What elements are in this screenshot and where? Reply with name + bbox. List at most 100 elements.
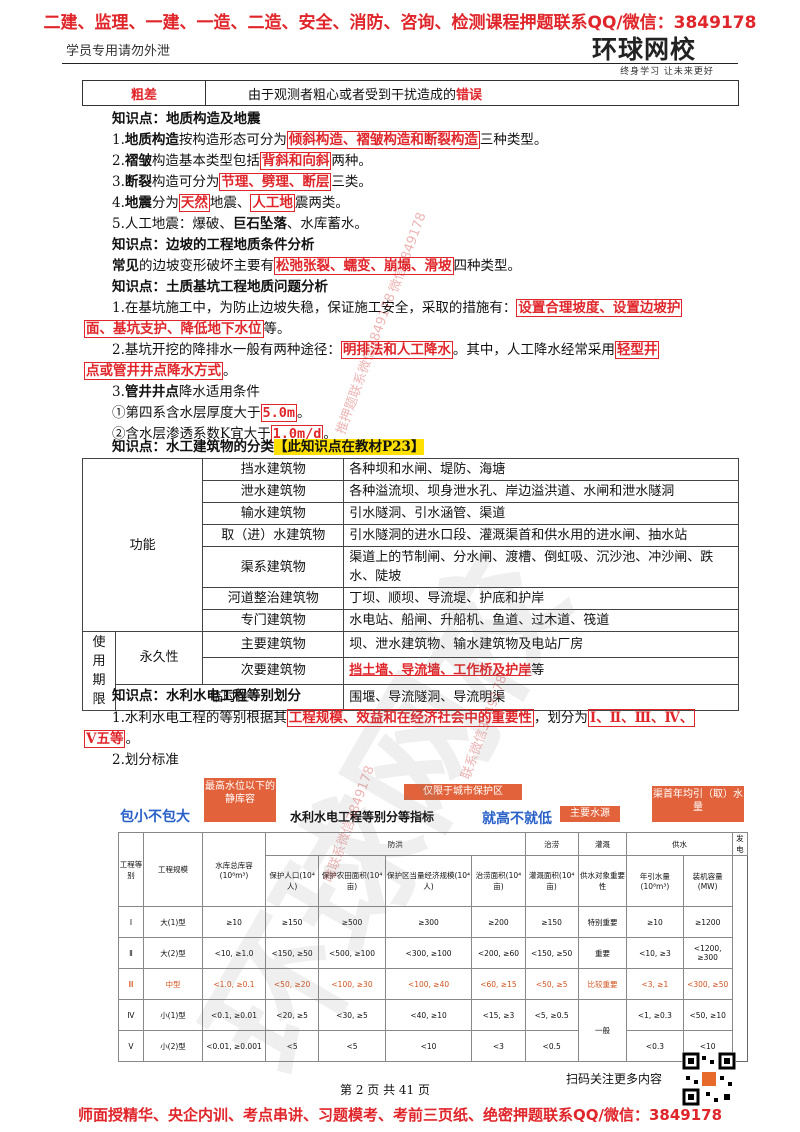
hydro-type: 挡水建筑物 <box>202 458 345 481</box>
geo-l2-text: 构造基本类型包括 <box>151 153 260 169</box>
hydro-row: 取（进）水建筑物引水隧洞的进水口段、灌溉渠首和供水用的进水闸、抽水站 <box>83 524 739 547</box>
logo: 环球网校 终身学习 让未来更好 <box>592 30 742 77</box>
grade-cell: <10, ≥3 <box>626 937 684 969</box>
grade-group-row: 工程等别工程规模水库总库容(10⁸m³)防洪治涝灌溉供水发电 <box>118 832 749 907</box>
pit-l3-text: 2.基坑开挖的降排水一般有两种途径： <box>112 342 341 358</box>
grade-cell: <0.5 <box>524 1030 579 1062</box>
geo-line-1: 1.地质构造按构造形态可分为倾斜构造、褶皱构造和断裂构造三种类型。 <box>112 131 547 150</box>
hydro-title-note: 【此知识点在教材P23】 <box>274 439 425 455</box>
grade-cell: <500, ≥100 <box>318 937 386 969</box>
page-number: 第 2 页 共 41 页 <box>340 1083 430 1097</box>
geo-l2-num: 2. <box>112 153 125 169</box>
geo-l3-term: 断裂 <box>124 174 152 190</box>
geo-l4-mid: 地震、 <box>209 195 251 211</box>
hydro-type: 次要建筑物 <box>202 657 345 685</box>
error-table: 粗差 由于观测者粗心或者受到干扰造成的错误 <box>82 80 739 106</box>
tag-reservoir: 最高水位以下的静库容 <box>204 778 276 822</box>
grade-cell: <1, ≥0.3 <box>626 999 684 1031</box>
geo-title: 知识点：地质构造及地震 <box>112 111 261 127</box>
tag-city: 仅限于城市保护区 <box>404 784 522 800</box>
error-definition: 由于观测者粗心或者受到干扰造成的 <box>248 87 457 103</box>
footer-banner: 师面授精华、央企内训、考点串讲、习题模考、考前三页纸、绝密押题联系QQ/微信：3… <box>77 1106 723 1124</box>
hydro-type: 取（进）水建筑物 <box>202 524 345 547</box>
grade-cell: <60, ≥15 <box>471 968 526 1000</box>
secondary-highlight: 挡土墙、导流墙、工作桥及护岸 <box>349 663 532 679</box>
geo-line-3: 3.断裂构造可分为节理、劈理、断层三类。 <box>112 173 372 192</box>
func-label: 功能 <box>81 458 204 632</box>
grade-cell: <3, ≥1 <box>626 968 684 1000</box>
geo-l2-highlight: 背斜和向斜 <box>259 152 332 170</box>
geo-l3-text: 构造可分为 <box>151 174 220 190</box>
grade-cell: <1200, ≥300 <box>682 937 733 969</box>
pit-line-3: 2.基坑开挖的降排水一般有两种途径：明排法和人工降水。其中，人工降水经常采用轻型… <box>112 341 660 360</box>
hydro-type: 专门建筑物 <box>202 609 345 632</box>
grade-head: 保护区当量经济规模(10⁴人) <box>384 855 473 907</box>
grade-head: 工程等别 <box>118 832 144 907</box>
geo-l2-end: 两种。 <box>331 153 372 169</box>
grade-cell: <100, ≥40 <box>384 968 473 1000</box>
grade-cell: <50, ≥10 <box>682 999 733 1031</box>
qr-code-icon <box>682 1052 736 1106</box>
grade-cell: <3 <box>471 1030 526 1062</box>
hydro-type: 泄水建筑物 <box>202 480 345 503</box>
pit-l3-highlight-2: 轻型井 <box>614 341 660 359</box>
hydro-desc: 各种坝和水闸、堤防、海塘 <box>343 458 739 481</box>
grade-cell: <50, ≥5 <box>524 968 579 1000</box>
grade-head-row: 保护人口(10⁴人)保护农田面积(10⁴亩)保护区当量经济规模(10⁴人)治涝面… <box>119 855 748 907</box>
grade-head: 装机容量(MW) <box>682 855 733 907</box>
geo-l4-end: 震两类。 <box>294 195 349 211</box>
grade-cell: <50, ≥20 <box>264 968 320 1000</box>
group-head: 治涝 <box>524 832 579 856</box>
grade-cell: <300, ≥50 <box>682 968 733 1000</box>
hydro-desc: 引水隧洞、引水涵管、渠道 <box>343 502 739 525</box>
figure-title: 水利水电工程等别分等指标 <box>290 810 435 824</box>
grade-l1-highlight: 工程规模、效益和在经济社会中的重要性 <box>286 709 534 727</box>
grade-cell: 大(2)型 <box>143 937 203 969</box>
hydro-desc: 引水隧洞的进水口段、灌溉渠首和供水用的进水闸、抽水站 <box>343 524 739 547</box>
error-definition-highlight: 错误 <box>456 87 483 103</box>
grade-head: 年引水量(10⁸m³) <box>626 855 684 907</box>
pit-l4-end: 。 <box>223 363 237 379</box>
grade-head: 治涝面积(10⁴亩) <box>471 855 526 907</box>
grade-cell: <1.0, ≥0.1 <box>202 968 266 1000</box>
logo-title: 环球网校 <box>592 35 697 64</box>
grade-line-3: 2.划分标准 <box>112 752 179 768</box>
pit-line-1: 1.在基坑施工中，为防止边坡失稳，保证施工安全，采取的措施有：设置合理坡度、设置… <box>112 299 683 318</box>
hydro-type: 河道整治建筑物 <box>202 587 345 610</box>
pit-l7-text: ②含水层渗透系数K宜大于 <box>112 426 271 442</box>
logo-slogan: 终身学习 让未来更好 <box>620 67 714 77</box>
grade-cell: <20, ≥5 <box>264 999 320 1031</box>
secondary-tail: 等 <box>531 663 545 679</box>
header-divider <box>62 63 738 64</box>
hydro-title-text: 知识点：水工建筑物的分类 <box>112 439 274 455</box>
grade-cell: <5 <box>318 1030 386 1062</box>
grade-cell: ≥150 <box>524 906 579 938</box>
pit-l1-highlight: 设置合理坡度、设置边坡护 <box>516 299 683 317</box>
geo-l5-text: 5.人工地震：爆破、 <box>112 216 233 232</box>
grade-l2-end: 。 <box>125 731 139 747</box>
geo-l4-term: 地震 <box>124 195 152 211</box>
hydro-row: 次要建筑物挡土墙、导流墙、工作桥及护岸等 <box>83 657 739 685</box>
pit-l5-term: 管井井点 <box>124 384 179 400</box>
hydro-desc: 各种溢流坝、坝身泄水孔、岸边溢洪道、水闸和泄水隧洞 <box>343 480 739 503</box>
geo-l4-highlight-2: 人工地 <box>250 194 295 212</box>
grade-cell: ≥10 <box>626 906 684 938</box>
group-head: 灌溉 <box>577 832 628 856</box>
grade-l2-highlight: Ⅴ五等 <box>84 730 126 748</box>
grade-cell: <40, ≥10 <box>384 999 473 1031</box>
hydro-desc: 渠道上的节制闸、分水闸、渡槽、倒虹吸、沉沙池、冲沙闸、跌水、陡坡 <box>343 546 739 588</box>
grade-head: 保护人口(10⁴人) <box>264 855 320 907</box>
pit-l7-end: 。 <box>323 426 337 442</box>
grade-cell: <0.3 <box>626 1030 684 1062</box>
grade-head: 工程规模 <box>143 832 203 907</box>
grade-cell: Ⅲ <box>118 968 144 1000</box>
grade-cell: <150, ≥50 <box>524 937 579 969</box>
pit-l2-end: 等。 <box>263 321 291 337</box>
grade-figure: 最高水位以下的静库容 仅限于城市保护区 主要水源 渠首年均引（取）水量 包小不包… <box>112 778 749 1062</box>
geo-l1-text: 按构造形态可分为 <box>178 132 287 148</box>
